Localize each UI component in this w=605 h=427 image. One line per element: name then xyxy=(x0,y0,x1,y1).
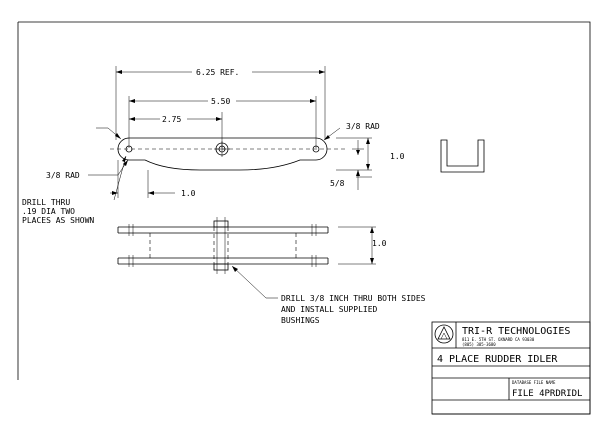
dim-height-top: 1.0 xyxy=(390,152,405,161)
company-address: 811 E. 5TH ST. OXNARD CA 93030 xyxy=(462,337,535,342)
note-drill-bottom-2: AND INSTALL SUPPLIED xyxy=(281,305,378,314)
dim-center-offset: 2.75 xyxy=(162,115,181,124)
note-drill-bottom-1: DRILL 3/8 INCH THRU BOTH SIDES xyxy=(281,294,426,303)
dim-height-side: 1.0 xyxy=(372,239,387,248)
note-drill-left-2: .19 DIA TWO xyxy=(22,207,75,216)
idler-outline xyxy=(117,137,328,171)
right-hole xyxy=(312,145,320,153)
company-name: TRI-R TECHNOLOGIES xyxy=(462,326,570,337)
bottom-view: 1.0 xyxy=(117,217,387,299)
label-radius-left: 3/8 RAD xyxy=(46,171,80,180)
label-radius-right: 3/8 RAD xyxy=(346,122,380,131)
end-view-channel xyxy=(440,139,485,173)
company-logo-icon xyxy=(434,324,454,344)
note-drill-left-3: PLACES AS SHOWN xyxy=(22,216,94,225)
note-drill-bottom-3: BUSHINGS xyxy=(281,316,320,325)
part-name: 4 PLACE RUDDER IDLER xyxy=(437,354,558,365)
title-block: TRI-R TECHNOLOGIES 811 E. 5TH ST. OXNARD… xyxy=(431,321,591,415)
top-view: 6.25 REF. 5.50 2.75 3/8 RAD xyxy=(22,66,405,225)
dim-overall-ref: 6.25 REF. xyxy=(196,68,239,77)
dim-offset: 5/8 xyxy=(330,179,345,188)
company-phone: (805) 385-3680 xyxy=(462,342,496,347)
file-caption: DATABASE FILE NAME xyxy=(512,380,556,385)
left-hole xyxy=(125,145,133,153)
dim-end-offset: 1.0 xyxy=(181,189,196,198)
dim-hole-spacing: 5.50 xyxy=(211,97,230,106)
note-drill-left-1: DRILL THRU xyxy=(22,198,70,207)
file-name: FILE 4PRDRIDL xyxy=(512,389,582,399)
